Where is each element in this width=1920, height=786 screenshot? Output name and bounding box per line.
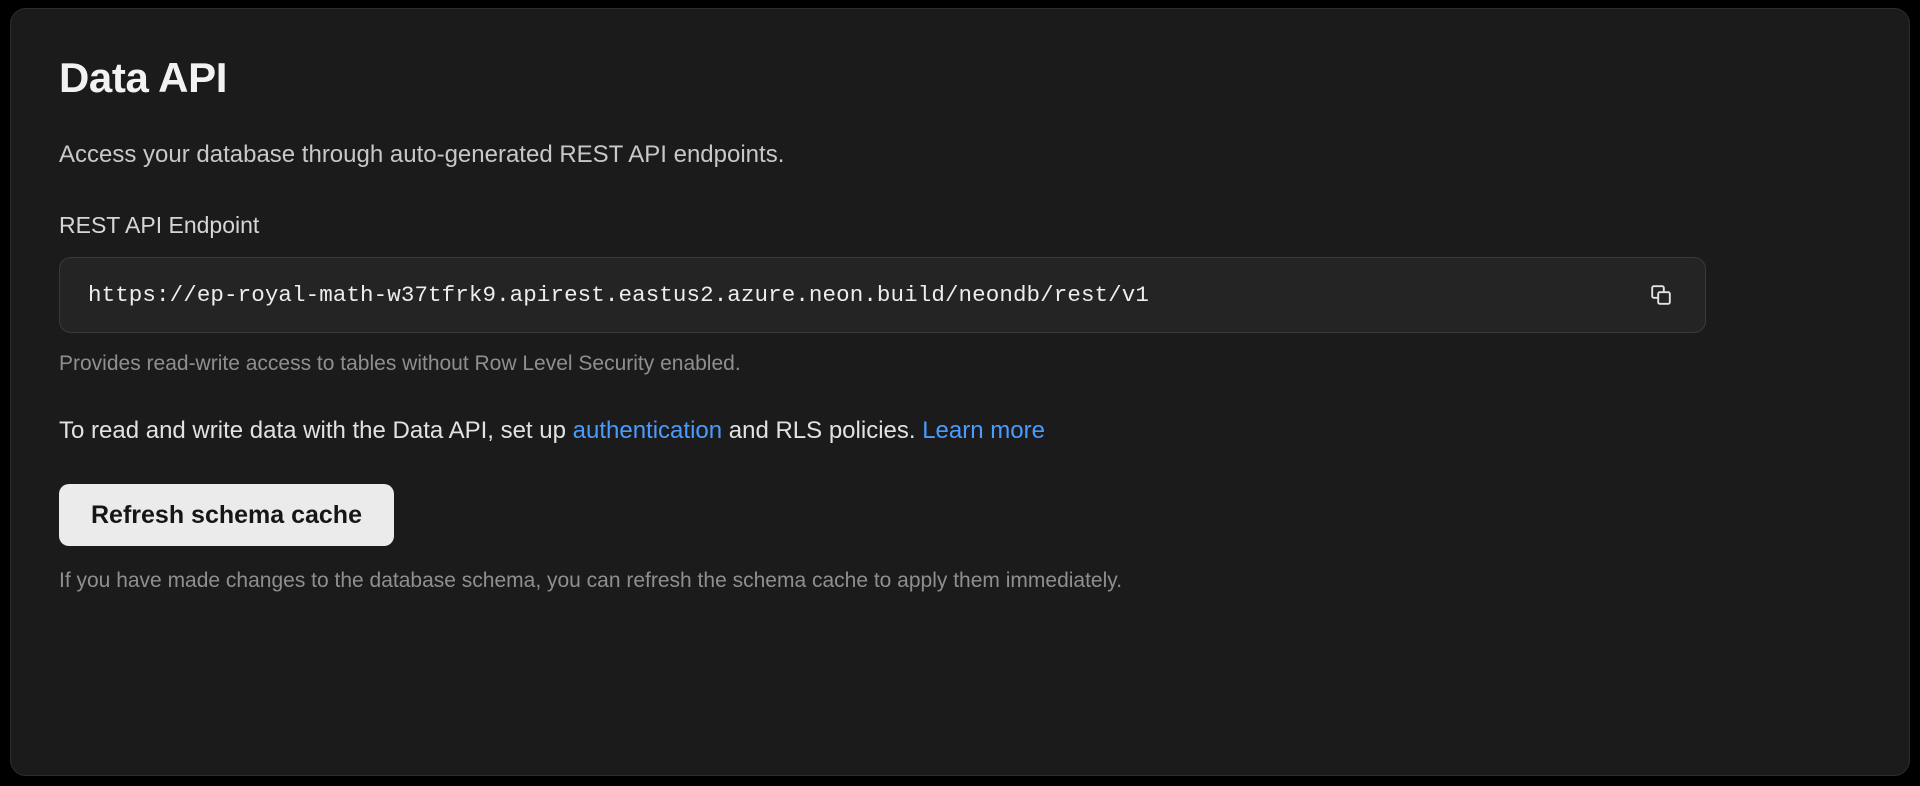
refresh-schema-cache-button[interactable]: Refresh schema cache [59,483,394,546]
copy-icon [1648,282,1674,308]
data-api-card: Data API Access your database through au… [10,8,1910,776]
rls-info-line: To read and write data with the Data API… [59,416,1909,446]
learn-more-link[interactable]: Learn more [922,416,1045,444]
rest-endpoint-field-block: REST API Endpoint https://ep-royal-math-… [59,212,1909,378]
rls-info-lead: To read and write data with the Data API… [59,416,573,444]
rest-endpoint-help-text: Provides read-write access to tables wit… [59,352,741,376]
rest-endpoint-input[interactable]: https://ep-royal-math-w37tfrk9.apirest.e… [88,282,1149,309]
page-title: Data API [59,54,227,101]
refresh-schema-help-text: If you have made changes to the database… [59,568,1123,592]
rest-endpoint-label: REST API Endpoint [59,211,260,238]
authentication-link[interactable]: authentication [572,416,723,444]
card-description: Access your database through auto-genera… [59,141,785,168]
rls-info-middle: and RLS policies. [722,416,923,444]
rest-endpoint-input-wrapper[interactable]: https://ep-royal-math-w37tfrk9.apirest.e… [59,257,1706,334]
copy-endpoint-button[interactable] [1641,275,1681,315]
